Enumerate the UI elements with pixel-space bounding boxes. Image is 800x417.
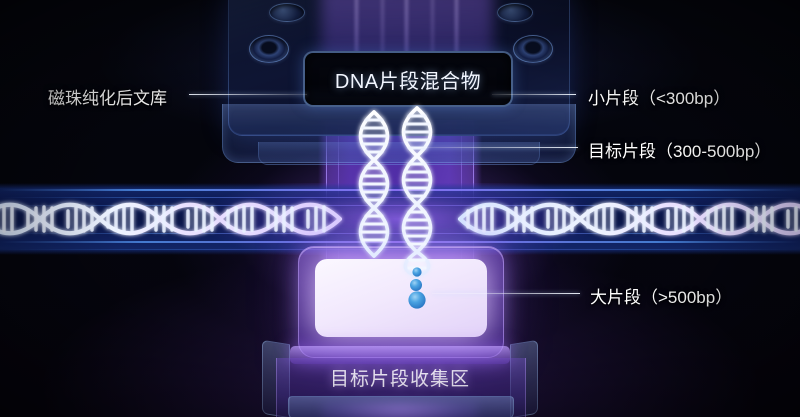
collection-zone-label: 目标片段收集区: [329, 369, 470, 390]
chip-foot: [258, 142, 540, 165]
horizontal-microfluidic-channel: [0, 183, 800, 255]
channel-edge-line: [0, 241, 800, 243]
channel-edge-line: [0, 197, 800, 198]
collection-top-slab: [298, 246, 504, 358]
chip-port-icon: [269, 3, 305, 22]
collection-base: [288, 396, 514, 417]
callout-target-fragment-label: 目标片段（300-500bp）: [588, 142, 772, 161]
chip-label-plate: DNA片段混合物: [303, 51, 513, 107]
callout-library-label: 磁珠纯化后文库: [48, 89, 167, 108]
callout-small-fragment-label: 小片段（<300bp）: [588, 89, 731, 108]
callout-large-leader-line: [432, 293, 580, 294]
collection-module: 目标片段收集区: [262, 246, 538, 417]
channel-purple-tint: [0, 183, 800, 255]
collection-pad: [315, 259, 487, 337]
channel-edge-line: [0, 205, 800, 206]
channel-edge-line: [0, 233, 800, 234]
chip-port-icon: [513, 35, 553, 63]
callout-large-fragment-label: 大片段（>500bp）: [590, 288, 733, 307]
callout-library-leader-line: [189, 94, 307, 95]
chip-port-icon: [249, 35, 289, 63]
channel-edge-line: [0, 189, 800, 191]
top-chip-module: DNA片段混合物: [222, 0, 576, 176]
chip-label-text: DNA片段混合物: [334, 70, 482, 93]
callout-small-leader-line: [492, 94, 576, 95]
callout-target-leader-line: [414, 147, 578, 148]
chip-port-icon: [497, 3, 533, 22]
